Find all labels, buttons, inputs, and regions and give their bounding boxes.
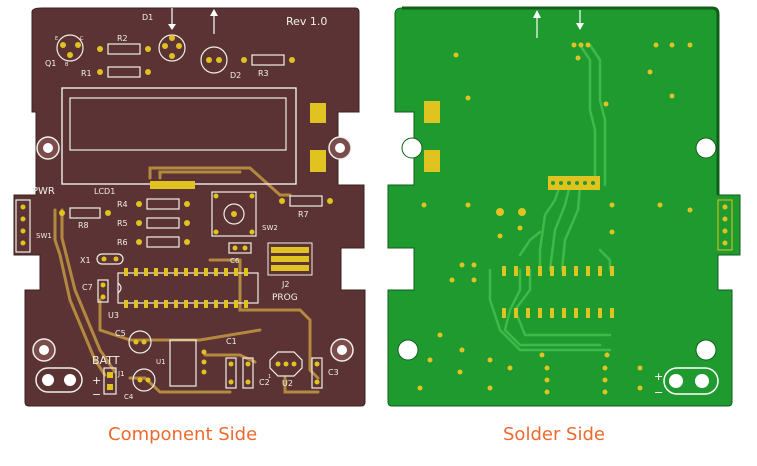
sw2-switch: SW2 — [211, 191, 278, 237]
label-solder-plus: + — [654, 370, 663, 383]
label-batt-minus: − — [92, 388, 101, 401]
d1-led: D1 — [142, 8, 186, 62]
u3-solder-pads — [502, 266, 614, 318]
lcd-header-pads — [548, 176, 600, 190]
r1-resistor: R1 — [81, 66, 151, 78]
c4-capacitor: C4 — [124, 368, 156, 401]
r8-resistor: R8 — [59, 207, 111, 230]
mounting-hole — [397, 339, 419, 361]
label-c1: C1 — [226, 337, 237, 346]
u1-regulator: U1 — [156, 339, 207, 387]
label-j2: J2 — [281, 280, 289, 289]
label-r6: R6 — [117, 238, 128, 247]
label-d1: D1 — [142, 13, 153, 22]
r4-resistor: R4 — [117, 198, 190, 210]
q1-transistor: E C B Q1 — [45, 34, 84, 68]
lcd-mount-pad — [424, 101, 440, 123]
r2-resistor: R2 — [97, 34, 151, 55]
label-lcd1: LCD1 — [94, 187, 115, 196]
r3-resistor: R3 — [241, 54, 295, 78]
c5-capacitor: C5 — [115, 329, 152, 354]
c2-capacitor: C2 — [242, 357, 270, 389]
label-r5: R5 — [117, 219, 128, 228]
component-traces — [53, 166, 320, 394]
lcd-mount-pad — [424, 150, 440, 172]
label-u1: U1 — [156, 358, 166, 366]
label-r4: R4 — [117, 200, 128, 209]
u3-ic: U3 — [108, 268, 259, 320]
label-q1-c: C — [80, 36, 84, 42]
mounting-hole — [330, 338, 354, 362]
sw1-switch: SW1 — [15, 199, 52, 253]
label-sw2: SW2 — [262, 224, 278, 232]
battery-clip-slot — [35, 367, 83, 393]
u2-ic: 1 U2 — [268, 351, 303, 388]
label-c5: C5 — [115, 329, 126, 338]
label-x1: X1 — [80, 256, 91, 265]
c1-capacitor: C1 — [225, 337, 237, 389]
j2-prog-header: J2 PROG — [267, 242, 313, 303]
mounting-hole — [328, 136, 352, 160]
component-side-board: LCD1 Rev 1.0 E C B Q1 R2 R — [13, 7, 366, 407]
solder-arrows — [533, 10, 584, 38]
d2-led: D2 — [200, 9, 241, 80]
label-j1: J1 — [117, 370, 125, 378]
label-r1: R1 — [81, 69, 92, 78]
label-sw1: SW1 — [36, 232, 52, 240]
sw1-solder-pads — [717, 199, 733, 251]
label-c7: C7 — [82, 283, 93, 292]
lcd-header-pads — [150, 181, 195, 189]
r7-resistor: R7 — [279, 195, 333, 219]
c7-capacitor: C7 — [82, 279, 109, 303]
label-batt: BATT — [92, 354, 120, 367]
solder-side-board: + − — [387, 6, 741, 407]
label-c6: C6 — [230, 257, 240, 265]
label-u2: U2 — [282, 379, 293, 388]
label-c3: C3 — [328, 368, 339, 377]
revision-label: Rev 1.0 — [286, 15, 327, 28]
lcd1-footprint: LCD1 — [61, 87, 326, 196]
j1-battery-connector: J1 + − — [92, 367, 125, 401]
through-hole-pads — [417, 42, 693, 395]
label-u2-pin1: 1 — [268, 374, 271, 380]
c6-capacitor: C6 — [228, 242, 252, 265]
label-q1-e: E — [55, 36, 58, 42]
label-u3: U3 — [108, 311, 119, 320]
label-d2: D2 — [230, 71, 241, 80]
label-q1: Q1 — [45, 59, 56, 68]
mounting-hole — [36, 136, 60, 160]
label-r2: R2 — [117, 34, 128, 43]
caption-component-side: Component Side — [108, 424, 258, 445]
battery-clip-slot: + − — [654, 367, 719, 399]
label-c2: C2 — [259, 378, 270, 387]
label-r8: R8 — [78, 221, 89, 230]
r6-resistor: R6 — [117, 236, 190, 248]
x1-crystal: X1 — [80, 253, 124, 265]
solder-traces — [488, 43, 612, 352]
label-prog: PROG — [272, 293, 298, 303]
mounting-hole — [695, 339, 717, 361]
label-q1-b: B — [65, 62, 69, 68]
label-solder-minus: − — [654, 386, 663, 399]
label-batt-plus: + — [92, 374, 101, 387]
caption-solder-side: Solder Side — [503, 424, 605, 445]
mounting-hole — [401, 137, 423, 159]
c3-capacitor: C3 — [311, 357, 339, 389]
mounting-hole — [32, 338, 56, 362]
label-c4: C4 — [124, 393, 134, 401]
r5-resistor: R5 — [117, 217, 190, 229]
label-r7: R7 — [298, 210, 309, 219]
mounting-hole — [695, 137, 717, 159]
label-r3: R3 — [258, 69, 269, 78]
label-pwr: PWR — [32, 186, 55, 197]
